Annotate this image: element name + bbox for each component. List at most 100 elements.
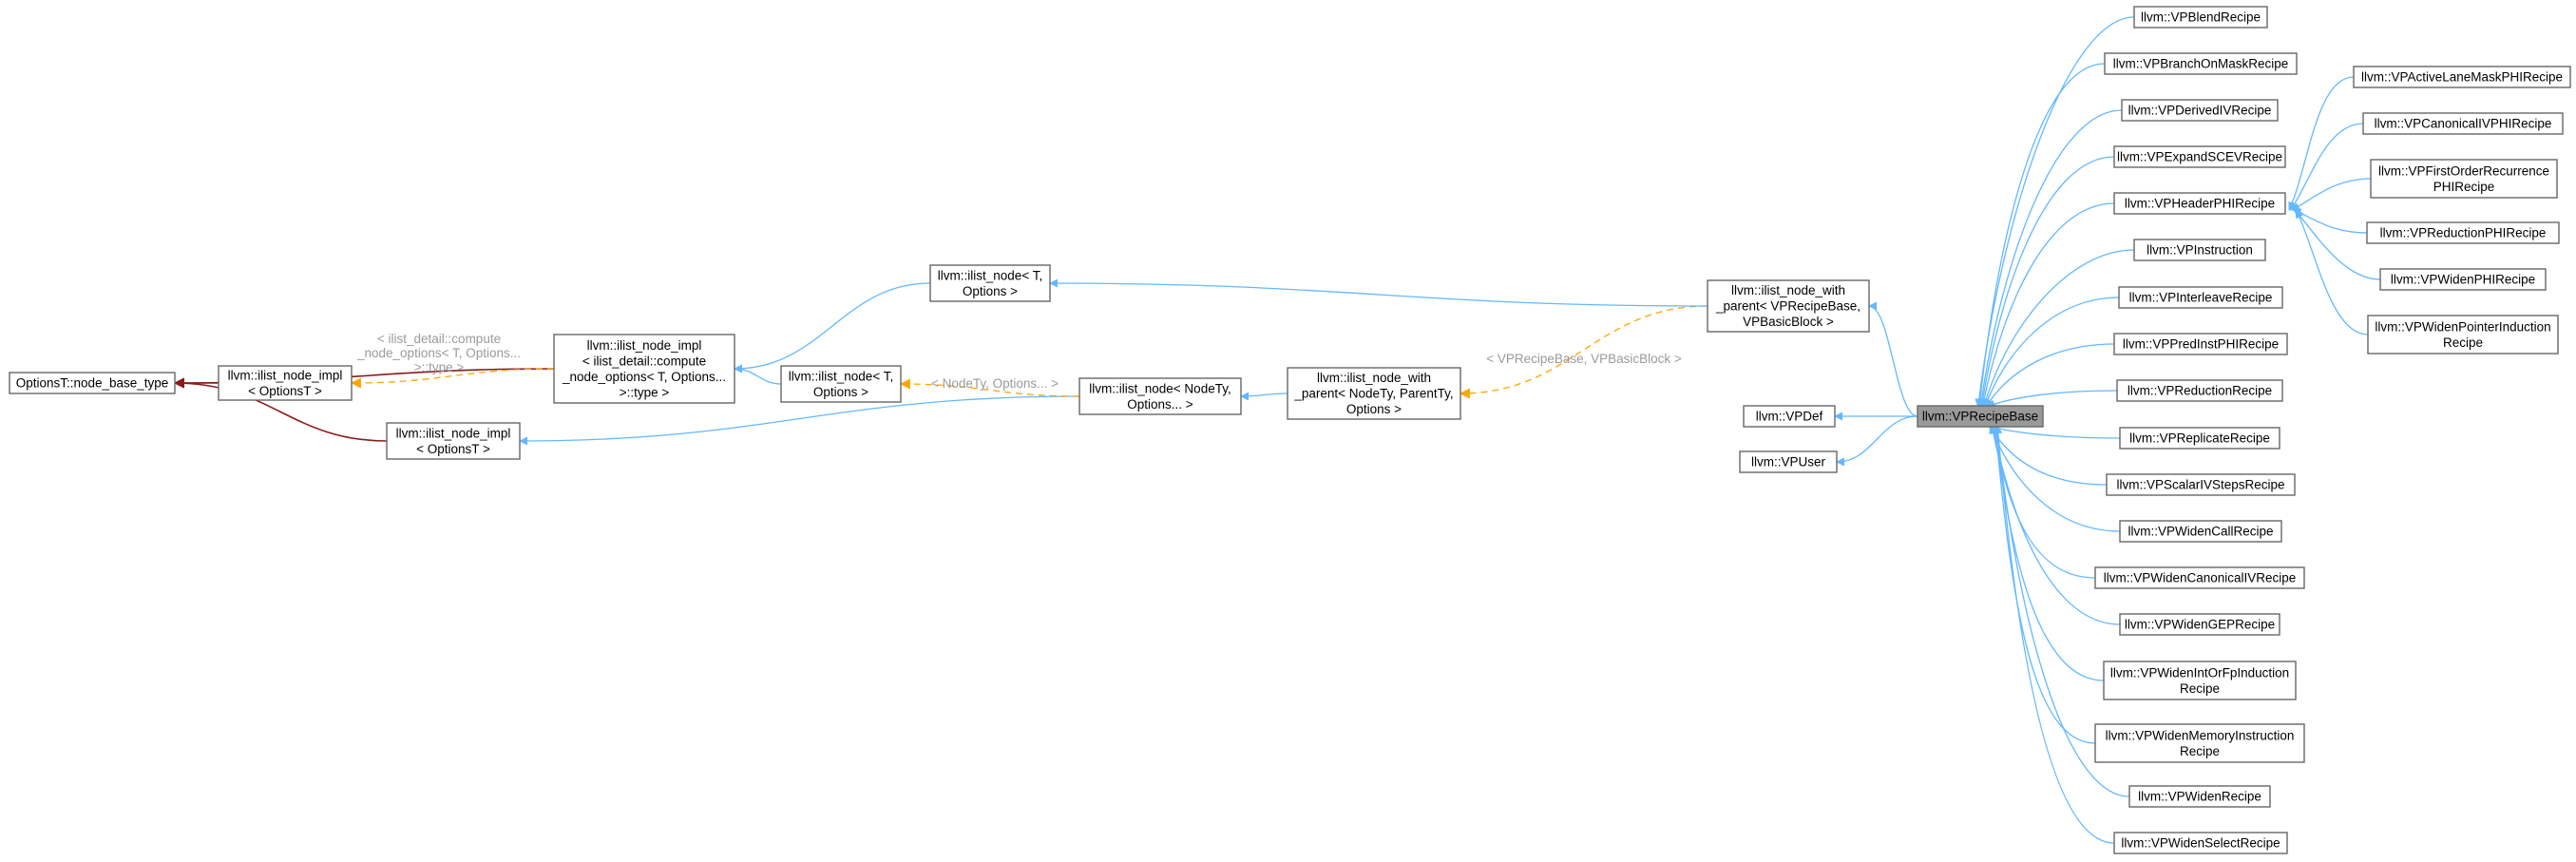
edge-template-label: _node_options< T, Options... — [356, 346, 521, 360]
class-node-box — [1287, 367, 1461, 420]
class-node-impl-optionsT-b[interactable]: llvm::ilist_node_impl< OptionsT > — [386, 422, 521, 460]
class-node-label: llvm::VPWidenRecipe — [2138, 790, 2261, 804]
class-node-label: _parent< NodeTy, ParentTy, — [1293, 387, 1453, 401]
edge-branch-to-vprecipebase — [1975, 63, 2106, 408]
class-node-expand[interactable]: llvm::VPExpandSCEVRecipe — [2113, 145, 2286, 168]
class-node-box — [1743, 405, 1836, 428]
nodes-layer: OptionsT::node_base_typellvm::ilist_node… — [9, 6, 2571, 854]
edge-widen-to-vprecipebase — [1993, 425, 2130, 797]
class-node-node-T-b[interactable]: llvm::ilist_node< T,Options > — [780, 365, 902, 403]
class-node-reductionphi[interactable]: llvm::VPReductionPHIRecipe — [2366, 221, 2560, 244]
class-node-reduction[interactable]: llvm::VPReductionRecipe — [2116, 379, 2283, 402]
edge-widengep-to-vprecipebase — [1990, 425, 2121, 625]
class-node-label: _node_options< T, Options... — [562, 370, 726, 384]
class-node-label: llvm::VPDerivedIVRecipe — [2128, 104, 2272, 118]
class-node-label: Recipe — [2180, 744, 2220, 758]
class-node-label: Options > — [813, 385, 868, 399]
class-node-box — [386, 422, 521, 460]
class-node-box — [1739, 450, 1838, 473]
class-node-node-NodeTy[interactable]: llvm::ilist_node< NodeTy,Options... > — [1078, 377, 1242, 415]
class-node-activelane[interactable]: llvm::VPActiveLaneMaskPHIRecipe — [2353, 66, 2571, 88]
edge-node-NodeTy-to-impl-optionsT-b — [519, 395, 1080, 446]
class-node-branch[interactable]: llvm::VPBranchOnMaskRecipe — [2104, 52, 2298, 75]
class-node-vprecipebase[interactable]: llvm::VPRecipeBase — [1917, 405, 2044, 428]
class-node-box — [2133, 239, 2266, 261]
class-node-box — [553, 334, 735, 404]
class-node-box — [2113, 192, 2286, 215]
edge-instruction-to-vprecipebase — [1981, 249, 2135, 408]
class-node-box — [2094, 723, 2305, 763]
edge-widenselect-to-vprecipebase — [1994, 425, 2115, 844]
class-node-interleave[interactable]: llvm::VPInterleaveRecipe — [2118, 286, 2283, 309]
class-node-label: llvm::VPInstruction — [2147, 243, 2253, 258]
class-node-box — [218, 365, 353, 401]
edge-vprecipebase-to-with-parent-vp — [1868, 301, 1918, 417]
class-node-box — [2367, 315, 2559, 354]
edge-impl-optionsT-b-to-options-base — [173, 377, 388, 442]
edge-impl-compute-to-impl-optionsT-a — [350, 368, 555, 389]
class-node-label: llvm::VPWidenMemoryInstruction — [2106, 728, 2295, 742]
class-node-widengep[interactable]: llvm::VPWidenGEPRecipe — [2119, 613, 2280, 636]
class-node-label: llvm::VPWidenGEPRecipe — [2125, 618, 2275, 632]
class-node-box — [1917, 405, 2044, 428]
class-node-label: Options > — [1346, 402, 1402, 416]
class-node-box — [2133, 6, 2268, 29]
edge-with-parent-generic-to-node-NodeTy — [1240, 392, 1288, 401]
class-node-vpdef[interactable]: llvm::VPDef — [1743, 405, 1836, 428]
class-node-label: llvm::VPScalarIVStepsRecipe — [2116, 478, 2284, 492]
class-node-with-parent-generic[interactable]: llvm::ilist_node_with_parent< NodeTy, Pa… — [1287, 367, 1461, 420]
class-node-scalarsteps[interactable]: llvm::VPScalarIVStepsRecipe — [2106, 473, 2296, 496]
edge-replicate-to-vprecipebase — [1987, 424, 2121, 439]
edge-widenphi-to-headerphi — [2294, 209, 2381, 280]
class-node-widencanonical[interactable]: llvm::VPWidenCanonicalIVRecipe — [2094, 566, 2305, 589]
class-node-widen[interactable]: llvm::VPWidenRecipe — [2128, 785, 2271, 808]
class-node-label: llvm::VPUser — [1751, 455, 1826, 469]
class-node-widencall[interactable]: llvm::VPWidenCallRecipe — [2119, 520, 2282, 543]
class-node-label: llvm::VPWidenPHIRecipe — [2391, 273, 2535, 287]
class-node-label: < ilist_detail::compute — [582, 354, 706, 368]
class-node-box — [2119, 520, 2282, 543]
class-node-label: VPBasicBlock > — [1743, 315, 1834, 329]
class-node-widenselect[interactable]: llvm::VPWidenSelectRecipe — [2113, 832, 2288, 854]
class-node-impl-optionsT-a[interactable]: llvm::ilist_node_impl< OptionsT > — [218, 365, 353, 401]
class-node-instruction[interactable]: llvm::VPInstruction — [2133, 239, 2266, 261]
class-node-replicate[interactable]: llvm::VPReplicateRecipe — [2119, 427, 2280, 450]
class-node-box — [2379, 268, 2547, 291]
class-node-label: llvm::ilist_node_impl — [228, 368, 343, 382]
class-node-derived[interactable]: llvm::VPDerivedIVRecipe — [2121, 99, 2279, 122]
class-node-box — [2104, 52, 2298, 75]
class-node-label: llvm::VPWidenCallRecipe — [2128, 525, 2273, 539]
class-node-label: llvm::ilist_node_with — [1317, 371, 1431, 385]
class-node-options-base[interactable]: OptionsT::node_base_type — [9, 372, 176, 394]
class-node-box — [1078, 377, 1242, 415]
class-node-box — [2119, 613, 2280, 636]
class-node-with-parent-vp[interactable]: llvm::ilist_node_with_parent< VPRecipeBa… — [1707, 279, 1870, 333]
class-node-box — [2119, 427, 2280, 450]
class-node-label: llvm::VPHeaderPHIRecipe — [2125, 197, 2275, 211]
class-node-predinst[interactable]: llvm::VPPredInstPHIRecipe — [2113, 333, 2288, 355]
class-node-label: llvm::VPCanonicalIVPHIRecipe — [2375, 117, 2552, 131]
class-node-label: < OptionsT > — [248, 384, 322, 398]
class-node-canonicalphi[interactable]: llvm::VPCanonicalIVPHIRecipe — [2362, 112, 2564, 135]
class-node-label: llvm::VPExpandSCEVRecipe — [2117, 150, 2282, 164]
class-node-node-T-a[interactable]: llvm::ilist_node< T,Options > — [929, 264, 1051, 302]
class-node-impl-compute[interactable]: llvm::ilist_node_impl< ilist_detail::com… — [553, 334, 735, 404]
class-node-label: PHIRecipe — [2433, 180, 2495, 194]
class-node-blend[interactable]: llvm::VPBlendRecipe — [2133, 6, 2268, 29]
class-node-label: llvm::VPBlendRecipe — [2141, 10, 2261, 25]
class-node-label: llvm::VPDef — [1756, 410, 1823, 424]
class-node-widenphi[interactable]: llvm::VPWidenPHIRecipe — [2379, 268, 2547, 291]
class-node-label: llvm::VPWidenSelectRecipe — [2121, 836, 2280, 851]
class-node-box — [2116, 379, 2283, 402]
edges-layer — [173, 16, 2381, 844]
class-node-label: llvm::VPReductionPHIRecipe — [2380, 226, 2547, 240]
edge-labels-layer: < ilist_detail::compute_node_options< T,… — [356, 332, 1682, 391]
class-node-vpuser[interactable]: llvm::VPUser — [1739, 450, 1838, 473]
edge-widencall-to-vprecipebase — [1989, 425, 2121, 532]
class-node-headerphi[interactable]: llvm::VPHeaderPHIRecipe — [2113, 192, 2286, 215]
